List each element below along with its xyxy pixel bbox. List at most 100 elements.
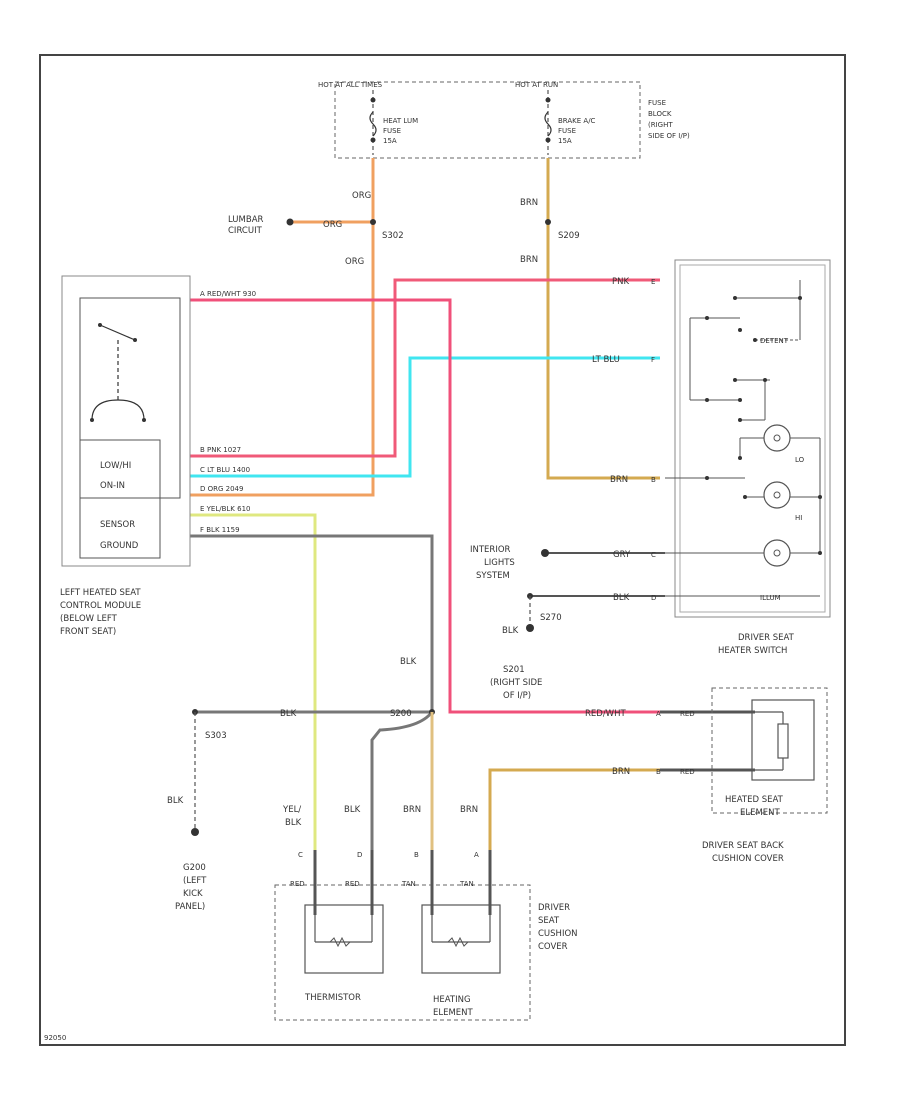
hot-at-run-label: HOT AT RUN <box>515 81 558 89</box>
s209-label: S209 <box>558 231 580 241</box>
diagram-frame <box>39 54 846 1046</box>
heating-wire-b: TAN <box>401 880 416 888</box>
switch-pin-e: E <box>651 278 655 286</box>
wire-blk-ground <box>190 534 434 712</box>
heating-element-icon <box>431 915 491 948</box>
splice-s209-dot <box>545 219 551 225</box>
back-element-label-2: ELEMENT <box>740 808 781 818</box>
switch-pin-f: F <box>651 356 655 364</box>
cushion-pin-d: D <box>357 851 362 859</box>
cushion-label-1: DRIVER <box>538 903 570 913</box>
s270-label: S270 <box>540 613 562 623</box>
footer-code: 92050 <box>44 1034 66 1042</box>
fuse2-name: BRAKE A/C <box>558 117 596 125</box>
back-element-outline <box>711 687 828 814</box>
g200-label-2: (LEFT <box>183 876 207 886</box>
fuse-block-outline <box>334 81 641 159</box>
lamp-illum-icon <box>763 539 791 567</box>
lumbar-label-1: LUMBAR <box>228 215 264 225</box>
thermistor-wire-c: RED <box>290 880 305 888</box>
brn-heating-label: BRN <box>403 805 421 815</box>
module-sensor: SENSOR <box>100 520 135 530</box>
s201-label-1: S201 <box>503 665 525 675</box>
fuse1-word: FUSE <box>383 127 401 135</box>
cushion-pin-c: C <box>298 851 303 859</box>
thermistor-box <box>304 904 384 974</box>
s303-label: S303 <box>205 731 227 741</box>
switch-pin-b: B <box>651 476 656 484</box>
back-cover-label-2: CUSHION COVER <box>712 854 784 864</box>
fuse-block-label-1: FUSE <box>648 99 666 107</box>
cushion-pin-b: B <box>414 851 419 859</box>
back-element-label-1: HEATED SEAT <box>725 795 784 805</box>
ground-s270 <box>526 624 534 632</box>
hot-at-all-times-label: HOT AT ALL TIMES <box>318 81 383 89</box>
brn-heating-label-2: BRN <box>460 805 478 815</box>
thermistor-wire-d: RED <box>345 880 360 888</box>
interior-label-2: LIGHTS <box>484 558 515 568</box>
g200-blk-label: BLK <box>167 796 184 806</box>
module-low-hi: LOW/HI <box>100 461 131 471</box>
back-pin-a: A <box>656 710 661 718</box>
org-label-1: ORG <box>352 191 371 201</box>
switch-outer <box>674 259 831 618</box>
switch-caption-2: HEATER SWITCH <box>718 646 787 656</box>
brn-label-1: BRN <box>520 198 538 208</box>
switch-caption-1: DRIVER SEAT <box>738 633 795 643</box>
splice-s302-dot <box>370 219 376 225</box>
back-pin-b: B <box>656 768 661 776</box>
module-relay-switch <box>90 323 146 422</box>
resistor-icon <box>755 711 789 771</box>
cushion-label-3: CUSHION <box>538 929 578 939</box>
module-on-in: ON-IN <box>100 481 125 491</box>
pnk-switch-label: PNK <box>612 277 629 287</box>
s201-label-2: (RIGHT SIDE <box>490 678 542 688</box>
back-wire-b: RED <box>680 768 695 776</box>
switch-contacts <box>665 280 822 597</box>
module-pin-b: B PNK 1027 <box>200 446 241 454</box>
s270-blk-label: BLK <box>502 626 519 636</box>
module-control-box <box>79 439 161 559</box>
heating-label-1: HEATING <box>433 995 471 1005</box>
fuse-block-label-3: (RIGHT <box>648 121 673 129</box>
red-wht-label: RED/WHT <box>585 709 626 719</box>
fuse1-amp: 15A <box>383 137 397 145</box>
brn-switch-label: BRN <box>610 475 628 485</box>
module-pin-e: E YEL/BLK 610 <box>200 505 250 513</box>
wire-lt-blu <box>190 356 660 478</box>
brn-label-2: BRN <box>520 255 538 265</box>
back-element-box <box>751 699 815 781</box>
fuse-heat-lum <box>369 90 377 155</box>
lumbar-terminal <box>286 218 294 226</box>
lamp-lo-label: LO <box>795 456 805 464</box>
g200-label-3: KICK <box>183 889 203 899</box>
thermistor-label: THERMISTOR <box>304 993 361 1003</box>
fuse2-amp: 15A <box>558 137 572 145</box>
wire-blk-thermistor <box>370 711 434 850</box>
module-pin-c: C LT BLU 1400 <box>200 466 250 474</box>
gry-label: GRY <box>613 550 631 560</box>
interior-label-1: INTERIOR <box>470 545 511 555</box>
illum-label: ILLUM <box>760 594 781 602</box>
detent-label: DETENT <box>760 337 789 345</box>
yel-blk-label-2: BLK <box>285 818 302 828</box>
brn-back-label: BRN <box>612 767 630 777</box>
module-caption-1: LEFT HEATED SEAT <box>60 588 141 598</box>
cushion-pin-a: A <box>474 851 479 859</box>
module-pin-f: F BLK 1159 <box>200 526 240 534</box>
module-caption-3: (BELOW LEFT <box>60 614 118 624</box>
thermistor-icon <box>314 915 373 948</box>
yel-blk-label-1: YEL/ <box>282 805 301 815</box>
g200-label-4: PANEL) <box>175 902 205 912</box>
lamp-hi-label: HI <box>795 514 802 522</box>
module-caption-2: CONTROL MODULE <box>60 601 141 611</box>
switch-pin-d: D <box>651 594 656 602</box>
switch-inner <box>679 264 826 613</box>
lamp-hi-icon <box>763 481 791 509</box>
s302-label: S302 <box>382 231 404 241</box>
lamp-lo-icon <box>763 424 791 452</box>
s201-label-3: OF I/P) <box>503 691 531 701</box>
lumbar-label-2: CIRCUIT <box>228 226 263 236</box>
module-inner <box>79 297 181 499</box>
